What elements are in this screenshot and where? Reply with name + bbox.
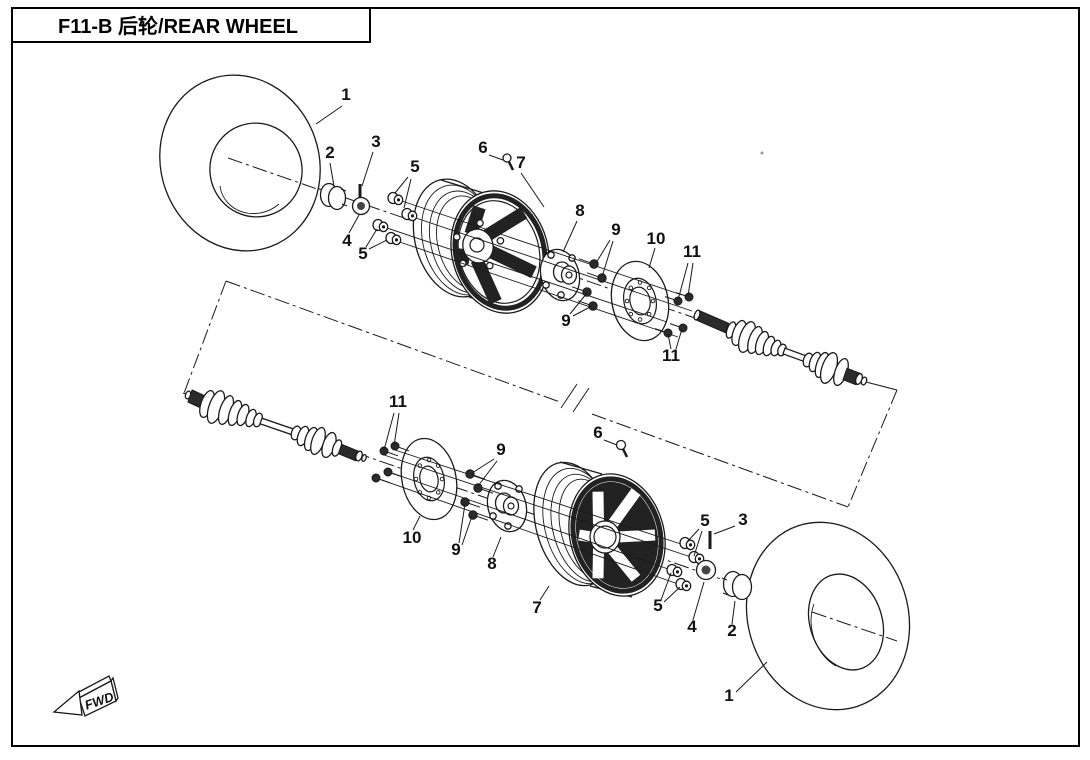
part-callout-5: 5 [700, 511, 709, 530]
part-callout-6: 6 [593, 423, 602, 442]
drive-shaft-bottom [184, 389, 367, 463]
part-callout-5: 5 [410, 157, 419, 176]
part-callout-7: 7 [516, 153, 525, 172]
part-callout-5: 5 [653, 596, 662, 615]
lug-nuts-top [372, 191, 418, 246]
part-callout-2: 2 [325, 143, 334, 162]
wheel-rim-bottom [533, 461, 666, 598]
part-callout-3: 3 [371, 132, 380, 151]
part-callout-11: 11 [389, 392, 407, 411]
bolts-11-top [654, 292, 694, 338]
part-callout-4: 4 [342, 231, 352, 250]
part-callout-6: 6 [478, 138, 487, 157]
part-callout-9: 9 [451, 540, 460, 559]
part-callout-4: 4 [687, 617, 697, 636]
part-callout-11: 11 [662, 346, 680, 365]
part-callout-3: 3 [738, 510, 747, 529]
castle-nut-top [351, 196, 371, 216]
part-callout-8: 8 [487, 554, 496, 573]
bolts-9-bottom [460, 469, 494, 521]
page-title: F11-B 后轮/REAR WHEEL [58, 14, 298, 38]
castle-nut-bottom [695, 559, 717, 581]
part-callout-2: 2 [727, 621, 736, 640]
title-block: F11-B 后轮/REAR WHEEL [11, 7, 371, 43]
tire-top [159, 74, 321, 252]
valve-stem-bottom [615, 439, 629, 458]
brake-disc-top [610, 260, 670, 342]
part-callout-7: 7 [532, 598, 541, 617]
disc-holes-bottom [413, 457, 445, 501]
part-callout-9: 9 [611, 220, 620, 239]
drive-shaft-top [693, 309, 898, 391]
print-speck [760, 151, 764, 155]
part-callout-10: 10 [647, 229, 666, 248]
part-callout-8: 8 [575, 201, 584, 220]
part-callout-1: 1 [724, 686, 733, 705]
valve-stem-top [502, 153, 515, 171]
part-callout-10: 10 [403, 528, 422, 547]
title-box [11, 7, 371, 43]
hub-bottom [486, 479, 528, 533]
alignment-lines [375, 197, 695, 586]
hub-cap-top [319, 182, 348, 211]
leader-lines [315, 105, 768, 693]
break-mark [572, 387, 590, 413]
page-frame [11, 7, 1080, 747]
part-callout-11: 11 [683, 242, 701, 261]
part-callout-9: 9 [561, 311, 570, 330]
tire-bottom [745, 521, 911, 711]
hub-cap-bottom [721, 570, 753, 601]
part-callout-1: 1 [341, 85, 350, 104]
brake-disc-bottom [400, 437, 458, 521]
part-callout-9: 9 [496, 440, 505, 459]
lug-nuts-bottom [666, 536, 705, 592]
break-mark [560, 383, 578, 409]
wheel-rim-top [412, 178, 550, 314]
fwd-arrow: FWD [52, 675, 119, 717]
part-callout-5: 5 [358, 244, 367, 263]
